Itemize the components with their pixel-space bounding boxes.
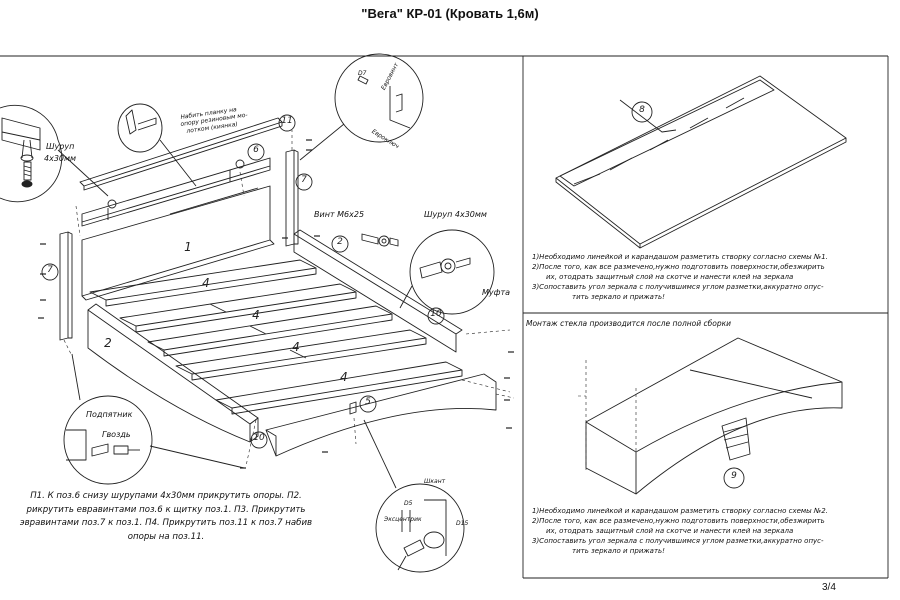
- mirror-note-bottom-3: их, отодрать защитный слой на скотче и н…: [546, 527, 794, 535]
- strip-detail-circle: [117, 103, 163, 153]
- part-7-right-marker: [295, 173, 313, 191]
- part-4c-number: 4: [292, 340, 300, 354]
- d5-label: D5: [404, 500, 413, 507]
- part-5-number: 5: [365, 397, 371, 407]
- part-1-number: 1: [184, 240, 192, 254]
- part-4a-number: 4: [202, 276, 210, 290]
- screw-label: Шуруп: [46, 142, 75, 151]
- part-10-right-marker: [427, 307, 445, 325]
- shkant-label: Шкант: [424, 478, 446, 485]
- part-6-marker: [247, 143, 265, 161]
- instruction-line-4: опоры на поз.11.: [127, 531, 205, 542]
- part-7-left-number: 7: [47, 265, 53, 275]
- euroscrew-detail-circle: [334, 53, 424, 143]
- part-6-strip: [81, 157, 271, 227]
- instruction-line-1: П1. К поз.6 снизу шурупами 4х30мм прикру…: [30, 491, 302, 501]
- part-10-bottom-number: 10: [253, 433, 265, 443]
- part-10-side-rail: [293, 229, 463, 353]
- screw-detail-circle: [0, 104, 63, 203]
- glass-note: Монтаж стекла производится после полной …: [526, 319, 731, 328]
- page-title: "Вега" КР-01 (Кровать 1,6м): [361, 6, 539, 21]
- mirror-notes-bottom: 1)Необходимо линейкой и карандашом разме…: [532, 506, 828, 556]
- instruction-line-3: эвравинтами поз.7 к поз.1. П4. Прикрутит…: [19, 518, 313, 528]
- part-4-slat-2: [119, 283, 357, 333]
- part-11-marker: [278, 114, 296, 132]
- mirror-note-bottom-2: 2)После того, как все размечено,нужно по…: [532, 517, 825, 525]
- bolt-hardware: [361, 233, 399, 247]
- mirror-notes-top: 1)Необходимо линейкой и карандашом разме…: [532, 252, 828, 302]
- mirror-note-top-2: 2)После того, как все размечено,нужно по…: [532, 263, 825, 271]
- part-2-upper-number: 2: [337, 237, 343, 247]
- footrest-label: Подпятник: [86, 410, 133, 419]
- part-4-slat-3: [147, 305, 393, 357]
- part-5-marker: [359, 395, 377, 413]
- part-7-left-leg: [59, 231, 73, 341]
- mirror-note-top-3: их, отодрать защитный слой на скотче и н…: [546, 273, 794, 281]
- mirror-note-top-1: 1)Необходимо линейкой и карандашом разме…: [532, 253, 828, 261]
- part-10-right-number: 10: [430, 309, 442, 319]
- footrest-detail-circle: [63, 395, 153, 485]
- part-7-right-leg: [285, 149, 299, 247]
- coupling-label: Муфта: [482, 288, 511, 297]
- part-7-left-marker: [41, 263, 59, 281]
- part-8-number: 8: [639, 105, 645, 115]
- part-4d-number: 4: [340, 370, 348, 384]
- mirror-note-top-4: 3)Сопоставить угол зеркала с получившимс…: [532, 283, 824, 291]
- mirror-note-bottom-1: 1)Необходимо линейкой и карандашом разме…: [532, 507, 828, 515]
- part-2-upper-marker: [331, 235, 349, 253]
- part-11-strip: [79, 117, 283, 191]
- part-4-slat-5: [215, 361, 463, 415]
- nail-label: Гвоздь: [102, 430, 131, 439]
- part-9-panel: [585, 337, 843, 495]
- part-2-side-rail: [87, 303, 259, 443]
- screw-top-label: Шуруп 4х30мм: [424, 210, 487, 219]
- part-10-bottom-marker: [250, 431, 268, 449]
- coupling-detail-circle: [409, 229, 495, 315]
- part-4-slat-1: [89, 259, 317, 307]
- part-8-panel: [555, 75, 847, 249]
- part-4b-number: 4: [252, 308, 260, 322]
- eccentric-label: Эксцентрик: [384, 516, 422, 523]
- page-number: 3/4: [822, 582, 836, 593]
- part-7-right-number: 7: [301, 175, 307, 185]
- screw-size-label: 4х30мм: [44, 154, 77, 163]
- d15-label: D15: [456, 520, 469, 527]
- assembly-instructions: П1. К поз.6 снизу шурупами 4х30мм прикру…: [0, 490, 332, 544]
- part-9-number: 9: [731, 471, 737, 481]
- d7-label: D7: [358, 70, 367, 77]
- mirror-note-bottom-4: 3)Сопоставить угол зеркала с получившимс…: [532, 537, 824, 545]
- part-2-number: 2: [104, 336, 112, 350]
- bolt-label: Винт М6х25: [314, 210, 365, 219]
- mirror-note-bottom-5: тить зеркало и прижать!: [572, 547, 665, 555]
- part-5-footboard: [265, 373, 497, 457]
- part-4-slat-4: [175, 329, 427, 381]
- part-6-number: 6: [253, 145, 259, 155]
- part-11-number: 11: [281, 116, 293, 126]
- mirror-note-top-5: тить зеркало и прижать!: [572, 293, 665, 301]
- instruction-line-2: рикрутить евравинтами поз.6 к щитку поз.…: [26, 504, 306, 515]
- eccentric-detail-circle: [375, 483, 465, 573]
